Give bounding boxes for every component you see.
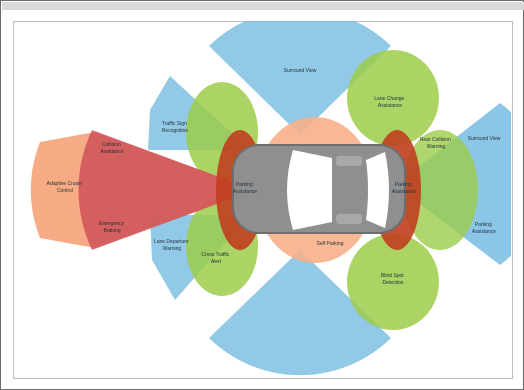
park-assist-rear-line2: Assistance	[392, 189, 416, 195]
label-surround-view-right: Surround View	[468, 136, 501, 142]
label-parking-assistance-right: Parking Assistance	[472, 222, 496, 235]
lane-change-line2: Assistance	[378, 103, 402, 109]
parking-assistance-right-line1: Parking	[475, 222, 492, 228]
collision-avoidance-zone	[78, 130, 255, 250]
park-assist-front-line2: Assistance	[233, 189, 257, 195]
label-emergency-braking: Emergency Braking	[99, 221, 126, 234]
car	[232, 144, 406, 234]
cross-traffic-line2: Alert	[211, 259, 222, 265]
lane-change-line1: Lane Change	[374, 96, 404, 102]
label-collision-avoidance: Collision Avoidance	[100, 142, 123, 155]
top-bar	[2, 2, 524, 10]
collision-avoidance-line2: Avoidance	[100, 149, 123, 155]
label-self-parking: Self Parking	[317, 241, 344, 247]
adaptive-cruise-line1: Adaptive Cruise	[47, 181, 83, 187]
surround-view-bottom-zone	[209, 250, 391, 376]
surround-view-top-zone	[209, 21, 391, 135]
emergency-braking-line1: Emergency	[99, 221, 125, 227]
collision-avoidance-line1: Collision	[102, 142, 121, 148]
lane-change-green-zone	[347, 50, 439, 146]
surround-view-top-line1: Surround View	[284, 68, 317, 74]
label-lane-departure: Lane Departure Warning	[154, 239, 190, 252]
blind-spot-line2: Detection	[382, 280, 403, 286]
lane-departure-line2: Warning	[163, 246, 182, 252]
label-lane-change: Lane Change Assistance	[374, 96, 405, 109]
park-assist-rear-line1: Parking	[395, 182, 412, 188]
label-cross-traffic: Cross Traffic Alert	[201, 252, 230, 265]
traffic-sign-line2: Recognition	[162, 128, 189, 134]
label-rear-collision: Rear Collision Warning	[420, 137, 453, 150]
surround-view-right-line1: Surround View	[468, 136, 501, 142]
label-park-assist-front: Parking Assistance	[233, 182, 257, 195]
label-blind-spot: Blind Spot Detection	[381, 273, 405, 286]
adaptive-cruise-line2: Control	[57, 188, 73, 194]
parking-assistance-right-line2: Assistance	[472, 229, 496, 235]
cross-traffic-line1: Cross Traffic	[201, 252, 229, 258]
label-park-assist-rear: Parking Assistance	[392, 182, 416, 195]
label-adaptive-cruise: Adaptive Cruise Control	[47, 181, 84, 194]
label-traffic-sign: Traffic Sign Recognition	[162, 121, 189, 134]
traffic-sign-line1: Traffic Sign	[162, 121, 187, 127]
rear-collision-line2: Warning	[427, 144, 446, 150]
blind-spot-green-zone	[347, 234, 439, 330]
rear-collision-green-zone	[402, 130, 478, 250]
adaptive-cruise-tip	[30, 132, 95, 248]
emergency-braking-line2: Braking	[104, 228, 121, 234]
rear-collision-line1: Rear Collision	[420, 137, 451, 143]
label-surround-view-top: Surround View	[284, 68, 317, 74]
lane-departure-line1: Lane Departure	[154, 239, 189, 245]
self-parking-line1: Self Parking	[317, 241, 344, 247]
park-assist-front-line1: Parking	[236, 182, 253, 188]
blind-spot-line1: Blind Spot	[381, 273, 404, 279]
